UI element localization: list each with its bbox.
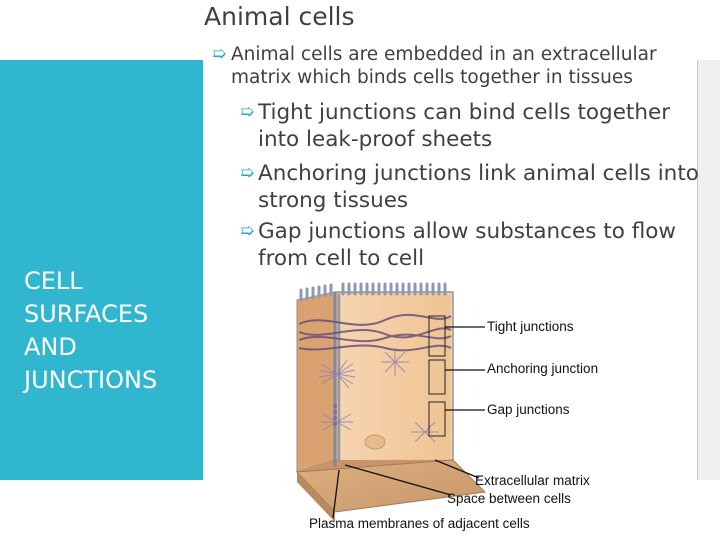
bullet-gap-text: Gap junctions allow substances to flow f…: [240, 218, 710, 272]
label-tight-junctions: Tight junctions: [487, 319, 574, 334]
slide-title: Animal cells: [204, 2, 355, 31]
bullet-anchoring: ➯ Anchoring junctions link animal cells …: [240, 160, 710, 214]
label-extracellular-matrix: Extracellular matrix: [475, 473, 590, 488]
section-title: CELL SURFACES AND JUNCTIONS: [24, 265, 194, 397]
bullet-arrow-icon: ➯: [212, 43, 226, 66]
bullet-tight-text: Tight junctions can bind cells together …: [240, 99, 710, 153]
label-space-between-cells: Space between cells: [447, 491, 571, 506]
label-gap-junctions: Gap junctions: [487, 402, 570, 417]
bullet-arrow-icon: ➯: [240, 218, 254, 245]
bullet-tight: ➯ Tight junctions can bind cells togethe…: [240, 99, 710, 153]
bullet-gap: ➯ Gap junctions allow substances to flow…: [240, 218, 710, 272]
bullet-arrow-icon: ➯: [240, 160, 254, 187]
bullet-arrow-icon: ➯: [240, 99, 254, 126]
bullet-main: ➯ Animal cells are embedded in an extrac…: [212, 43, 692, 89]
bullet-main-text: Animal cells are embedded in an extracel…: [212, 43, 692, 89]
label-anchoring-junction: Anchoring junction: [487, 361, 598, 376]
label-plasma-membranes: Plasma membranes of adjacent cells: [309, 516, 530, 531]
section-sidebar: CELL SURFACES AND JUNCTIONS: [0, 60, 203, 480]
bullet-anchoring-text: Anchoring junctions link animal cells in…: [240, 160, 710, 214]
